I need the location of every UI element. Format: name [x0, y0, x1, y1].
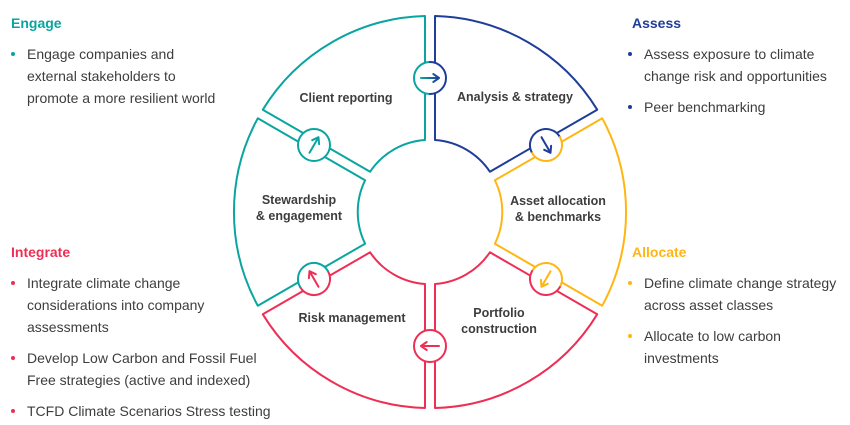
- panel-integrate: Integrate Integrate climate change consi…: [11, 242, 283, 425]
- bullet-dot: [628, 52, 632, 56]
- segment-client-reporting: [261, 15, 426, 173]
- bullet-text: Develop Low Carbon and Fossil Fuel Free …: [27, 350, 257, 388]
- bullet-dot: [11, 356, 15, 360]
- panel-engage-title: Engage: [11, 15, 62, 31]
- list-item: Define climate change strategy across as…: [628, 272, 843, 316]
- arrow-up-right-icon: [308, 136, 321, 154]
- list-item: Peer benchmarking: [628, 96, 850, 118]
- arrow-up-left-icon: [307, 270, 320, 288]
- segment-label-risk-management: Risk management: [298, 311, 406, 325]
- arrow-badge-upper-left: [297, 128, 331, 162]
- bullet-dot: [11, 409, 15, 413]
- bullet-text: Allocate to low carbon investments: [644, 328, 781, 366]
- bullet-text: Define climate change strategy across as…: [644, 275, 837, 313]
- segment-portfolio-construction: [434, 251, 599, 409]
- segment-asset-allocation: [493, 117, 627, 307]
- bullet-dot: [628, 105, 632, 109]
- bullet-text: Engage companies and external stakeholde…: [27, 46, 216, 106]
- panel-integrate-title: Integrate: [11, 244, 71, 260]
- panel-engage: Engage Engage companies and external sta…: [11, 13, 226, 118]
- segment-label-stewardship-engagement: Stewardship & engagement: [255, 193, 343, 223]
- panel-allocate: Allocate Define climate change strategy …: [628, 242, 843, 378]
- arrow-left-icon: [420, 341, 440, 351]
- list-item: Allocate to low carbon investments: [628, 325, 843, 369]
- arrow-badge-bottom: [413, 329, 447, 363]
- segment-label-client-reporting: Client reporting: [299, 91, 393, 105]
- bullet-text: Integrate climate change considerations …: [27, 275, 205, 335]
- panel-assess: Assess Assess exposure to climate change…: [628, 13, 850, 127]
- segment-label-analysis-strategy: Analysis & strategy: [456, 90, 574, 104]
- arrow-down-right-icon: [540, 136, 553, 154]
- arrow-badge-lower-right: [528, 261, 564, 297]
- arrow-badge-top: [413, 61, 447, 95]
- segment-stewardship-engagement: [233, 117, 367, 307]
- segment-analysis-strategy: [434, 15, 599, 173]
- bullet-dot: [11, 281, 15, 285]
- arrow-badge-lower-left: [296, 261, 332, 297]
- list-item: Develop Low Carbon and Fossil Fuel Free …: [11, 347, 283, 391]
- bullet-dot: [11, 52, 15, 56]
- arrow-down-left-icon: [539, 270, 552, 288]
- bullet-dot: [628, 334, 632, 338]
- bullet-text: TCFD Climate Scenarios Stress testing: [27, 403, 271, 419]
- panel-allocate-title: Allocate: [632, 244, 687, 260]
- bullet-text: Assess exposure to climate change risk a…: [644, 46, 827, 84]
- arrow-badge-upper-right: [528, 127, 564, 163]
- list-item: Engage companies and external stakeholde…: [11, 43, 226, 109]
- bullet-dot: [628, 281, 632, 285]
- list-item: TCFD Climate Scenarios Stress testing: [11, 400, 283, 422]
- segment-label-asset-allocation: Asset allocation & benchmarks: [510, 194, 606, 224]
- panel-assess-title: Assess: [632, 15, 682, 31]
- list-item: Assess exposure to climate change risk a…: [628, 43, 850, 87]
- bullet-text: Peer benchmarking: [644, 99, 766, 115]
- segment-risk-management: [261, 251, 426, 409]
- arrow-right-icon: [420, 73, 440, 83]
- list-item: Integrate climate change considerations …: [11, 272, 283, 338]
- segment-label-portfolio-construction: Portfolio construction: [461, 306, 537, 336]
